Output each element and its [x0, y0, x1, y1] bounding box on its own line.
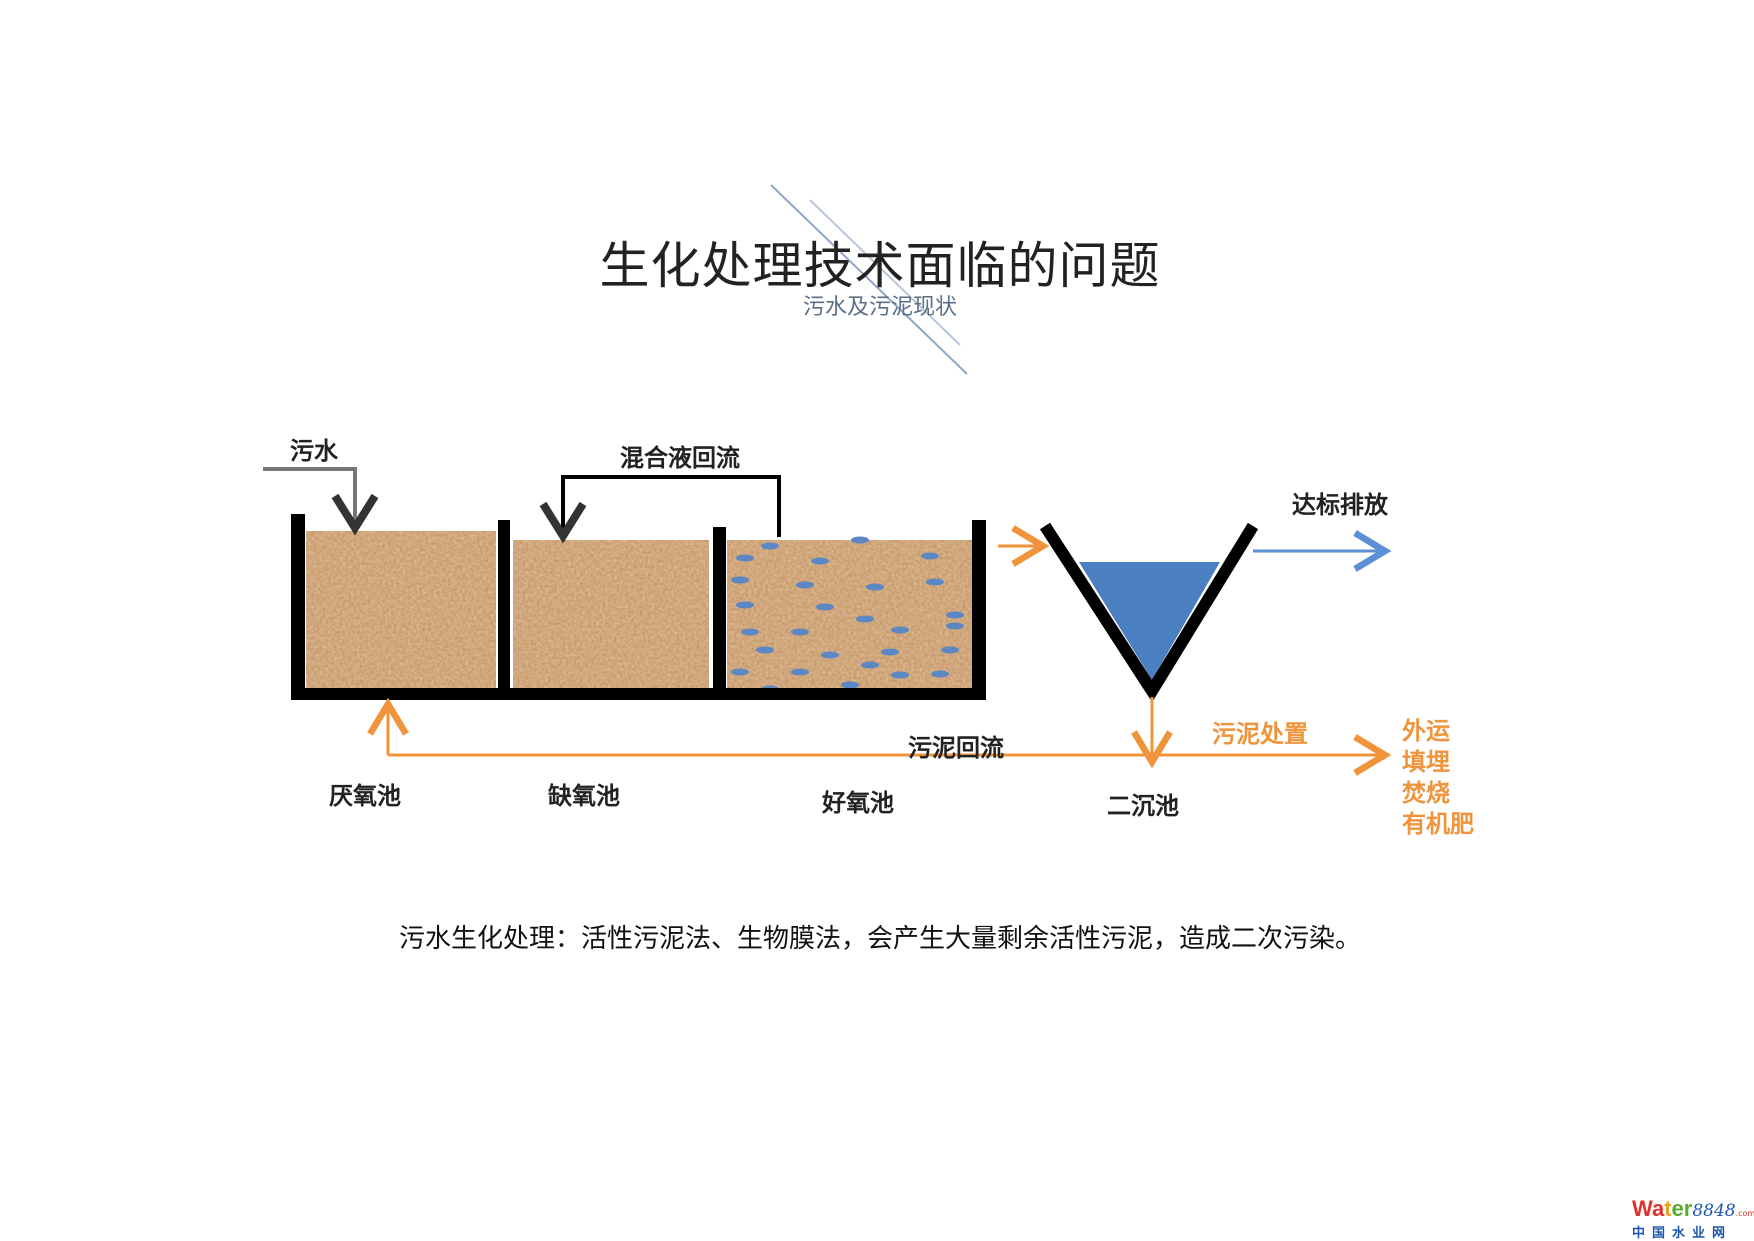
air-bubble: [791, 668, 809, 676]
air-bubble: [931, 670, 949, 678]
air-bubble: [856, 615, 874, 623]
air-bubble: [881, 648, 899, 656]
air-bubble: [811, 557, 829, 565]
air-bubble: [866, 583, 884, 591]
air-bubble: [946, 622, 964, 630]
air-bubble: [926, 578, 944, 586]
page-subtitle: 污水及污泥现状: [802, 295, 957, 320]
clarifier-walls: [1039, 522, 1259, 703]
decorative-lines: [770, 184, 968, 375]
air-bubble: [741, 628, 759, 636]
disposal-option: 填埋: [1402, 748, 1450, 776]
air-bubble: [731, 668, 749, 676]
page-title: 生化处理技术面临的问题: [599, 237, 1161, 295]
tank-label-clarifier: 二沉池: [1107, 792, 1179, 820]
air-bubble: [941, 646, 959, 654]
air-bubble: [736, 601, 754, 609]
air-bubble: [891, 626, 909, 634]
air-bubble: [816, 603, 834, 611]
air-bubble: [946, 611, 964, 619]
tank-walls: [291, 514, 986, 700]
air-bubble: [736, 554, 754, 562]
logo: Water8848.com 中国水业网: [1632, 1196, 1754, 1241]
disposal-option: 外运: [1402, 717, 1450, 745]
air-bubble: [821, 651, 839, 659]
discharge-label: 达标排放: [1292, 491, 1388, 519]
air-bubble: [731, 576, 749, 584]
air-bubble: [791, 628, 809, 636]
air-bubble: [891, 671, 909, 679]
mixed-liquor-return-arrow: [539, 475, 781, 544]
air-bubble: [796, 581, 814, 589]
tank-label-anaerobic: 厌氧池: [329, 782, 401, 810]
disposal-option: 有机肥: [1402, 810, 1474, 838]
air-bubble: [861, 661, 879, 669]
air-bubble: [921, 552, 939, 560]
air-bubble: [761, 542, 779, 550]
sludge-disposal-label: 污泥处置: [1212, 720, 1308, 748]
air-bubble: [851, 536, 869, 544]
air-bubble: [756, 646, 774, 654]
air-bubble: [841, 681, 859, 689]
mixed-liquor-return-label: 混合液回流: [620, 444, 740, 472]
disposal-option: 焚烧: [1402, 779, 1450, 807]
clarifier-water: [1079, 562, 1220, 680]
sludge-fill: [306, 531, 972, 689]
inflow-label: 污水: [290, 437, 338, 465]
tank-label-anoxic: 缺氧池: [548, 782, 620, 810]
caption: 污水生化处理：活性污泥法、生物膜法，会产生大量剩余活性污泥，造成二次污染。: [398, 924, 1361, 954]
tank-label-aerobic: 好氧池: [822, 789, 894, 817]
inflow-arrow: [263, 467, 379, 536]
aeration-bubbles: [731, 536, 964, 693]
sludge-return-label: 污泥回流: [908, 734, 1004, 762]
